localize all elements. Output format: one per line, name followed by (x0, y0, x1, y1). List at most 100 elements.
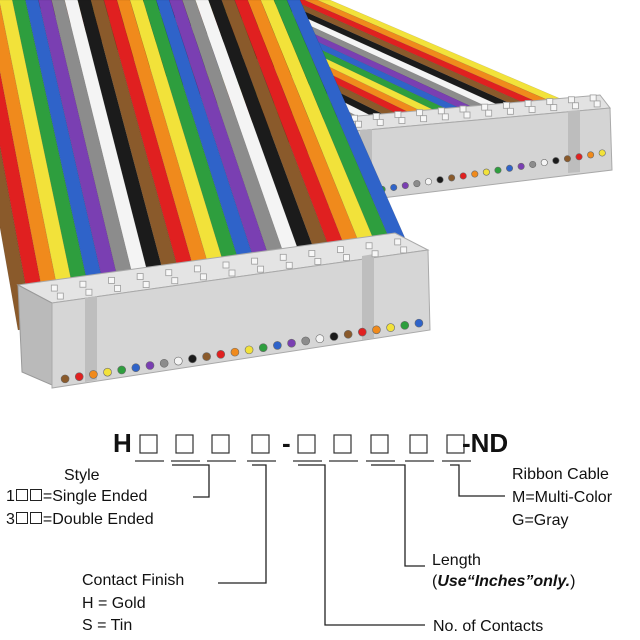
back-hole (572, 102, 579, 110)
front-hole (279, 253, 287, 261)
back-hole (524, 100, 532, 107)
front-wire-end (386, 323, 395, 332)
front-wire-ends (60, 318, 424, 384)
finish-leader (218, 464, 267, 584)
back-wire-end (552, 157, 560, 165)
front-hole (371, 250, 379, 258)
part-number-dash: - (282, 428, 291, 458)
front-wire-end (329, 332, 339, 341)
back-wire-end (494, 166, 502, 174)
contact-finish-gold: H = Gold (82, 595, 146, 612)
back-hole (420, 115, 428, 123)
front-wire-end (287, 338, 296, 348)
front-connector-holes (50, 238, 408, 300)
front-wire-end (188, 354, 197, 364)
part-number-slot-9 (446, 434, 465, 454)
length-note: (Use“Inches”only.) (432, 573, 576, 590)
back-wire-end (587, 151, 595, 159)
back-hole (502, 101, 510, 109)
front-hole (199, 273, 207, 281)
back-hole (437, 107, 445, 115)
back-hole (441, 113, 449, 121)
front-hole (343, 254, 350, 262)
front-wire-end (202, 352, 211, 361)
front-hole (228, 269, 236, 277)
back-hole (372, 112, 380, 120)
front-connector (16, 232, 431, 389)
back-wire-end (448, 174, 456, 182)
front-wire-end (159, 358, 169, 368)
back-wire-end (575, 153, 583, 161)
contact-finish-tin: S = Tin (82, 617, 133, 634)
back-wire-end (471, 170, 479, 178)
back-wire-end (390, 183, 398, 191)
back-hole (550, 104, 558, 112)
part-number-slot-2 (175, 434, 194, 454)
front-wire-end (174, 356, 183, 366)
back-wire-end (598, 149, 606, 157)
back-wire-end (540, 159, 548, 167)
back-hole (546, 98, 554, 106)
back-hole (459, 105, 467, 113)
front-wire-end (301, 336, 310, 346)
back-hole (528, 106, 536, 113)
front-wire-end (358, 327, 367, 337)
front-hole (142, 281, 150, 288)
front-wire-end (372, 325, 381, 335)
front-wire-end (89, 370, 98, 379)
back-hole (416, 109, 424, 117)
front-hole (251, 257, 259, 265)
back-hole (568, 96, 575, 104)
front-hole (222, 261, 230, 269)
front-hole (308, 250, 316, 257)
back-hole (481, 103, 489, 111)
front-hole (314, 258, 322, 265)
front-wire-end (60, 374, 70, 384)
length-leader (371, 464, 425, 567)
front-hole (136, 273, 144, 280)
back-hole (506, 107, 514, 115)
front-wire-end (400, 321, 410, 330)
style-double-ended: 3=Double Ended (6, 511, 154, 528)
back-wire-end (413, 180, 421, 188)
back-hole (398, 117, 406, 124)
back-hole (463, 111, 471, 119)
contacts-leader (298, 464, 425, 626)
front-hole (171, 277, 179, 285)
back-hole (394, 111, 402, 118)
back-hole (485, 109, 493, 117)
back-wire-end (436, 176, 444, 184)
front-wire-end (315, 334, 325, 344)
ribbon-title: Ribbon Cable (512, 466, 609, 483)
front-wire-end (273, 341, 282, 350)
back-wire-end (401, 182, 409, 190)
front-wire-end (145, 361, 155, 370)
back-hole (593, 100, 601, 108)
front-wire-end (117, 365, 126, 375)
front-wire-end (343, 329, 353, 339)
front-hole (114, 284, 121, 292)
back-wire-end (459, 172, 467, 180)
front-hole (165, 269, 173, 277)
back-wire-end (424, 178, 432, 186)
back-wire-end (506, 164, 514, 172)
front-hole (85, 288, 93, 296)
part-number-slot-6 (333, 434, 352, 454)
back-hole (376, 118, 384, 126)
front-hole (193, 265, 201, 273)
front-wire-end (258, 343, 268, 352)
front-hole (56, 292, 64, 300)
front-wire-end (103, 367, 112, 377)
back-wire-end (482, 168, 490, 176)
front-wire-end (131, 363, 141, 373)
contact-finish-title: Contact Finish (82, 572, 185, 589)
contacts-title: No. of Contacts (433, 618, 544, 635)
part-number-suffix: -ND (462, 428, 509, 458)
front-wire-end (414, 318, 424, 328)
ribbon-multi-color: M=Multi-Color (512, 489, 613, 506)
part-number-slot-1 (139, 434, 158, 454)
style-leader (172, 464, 210, 498)
part-number-slot-5 (297, 434, 316, 454)
front-hole (365, 242, 373, 250)
